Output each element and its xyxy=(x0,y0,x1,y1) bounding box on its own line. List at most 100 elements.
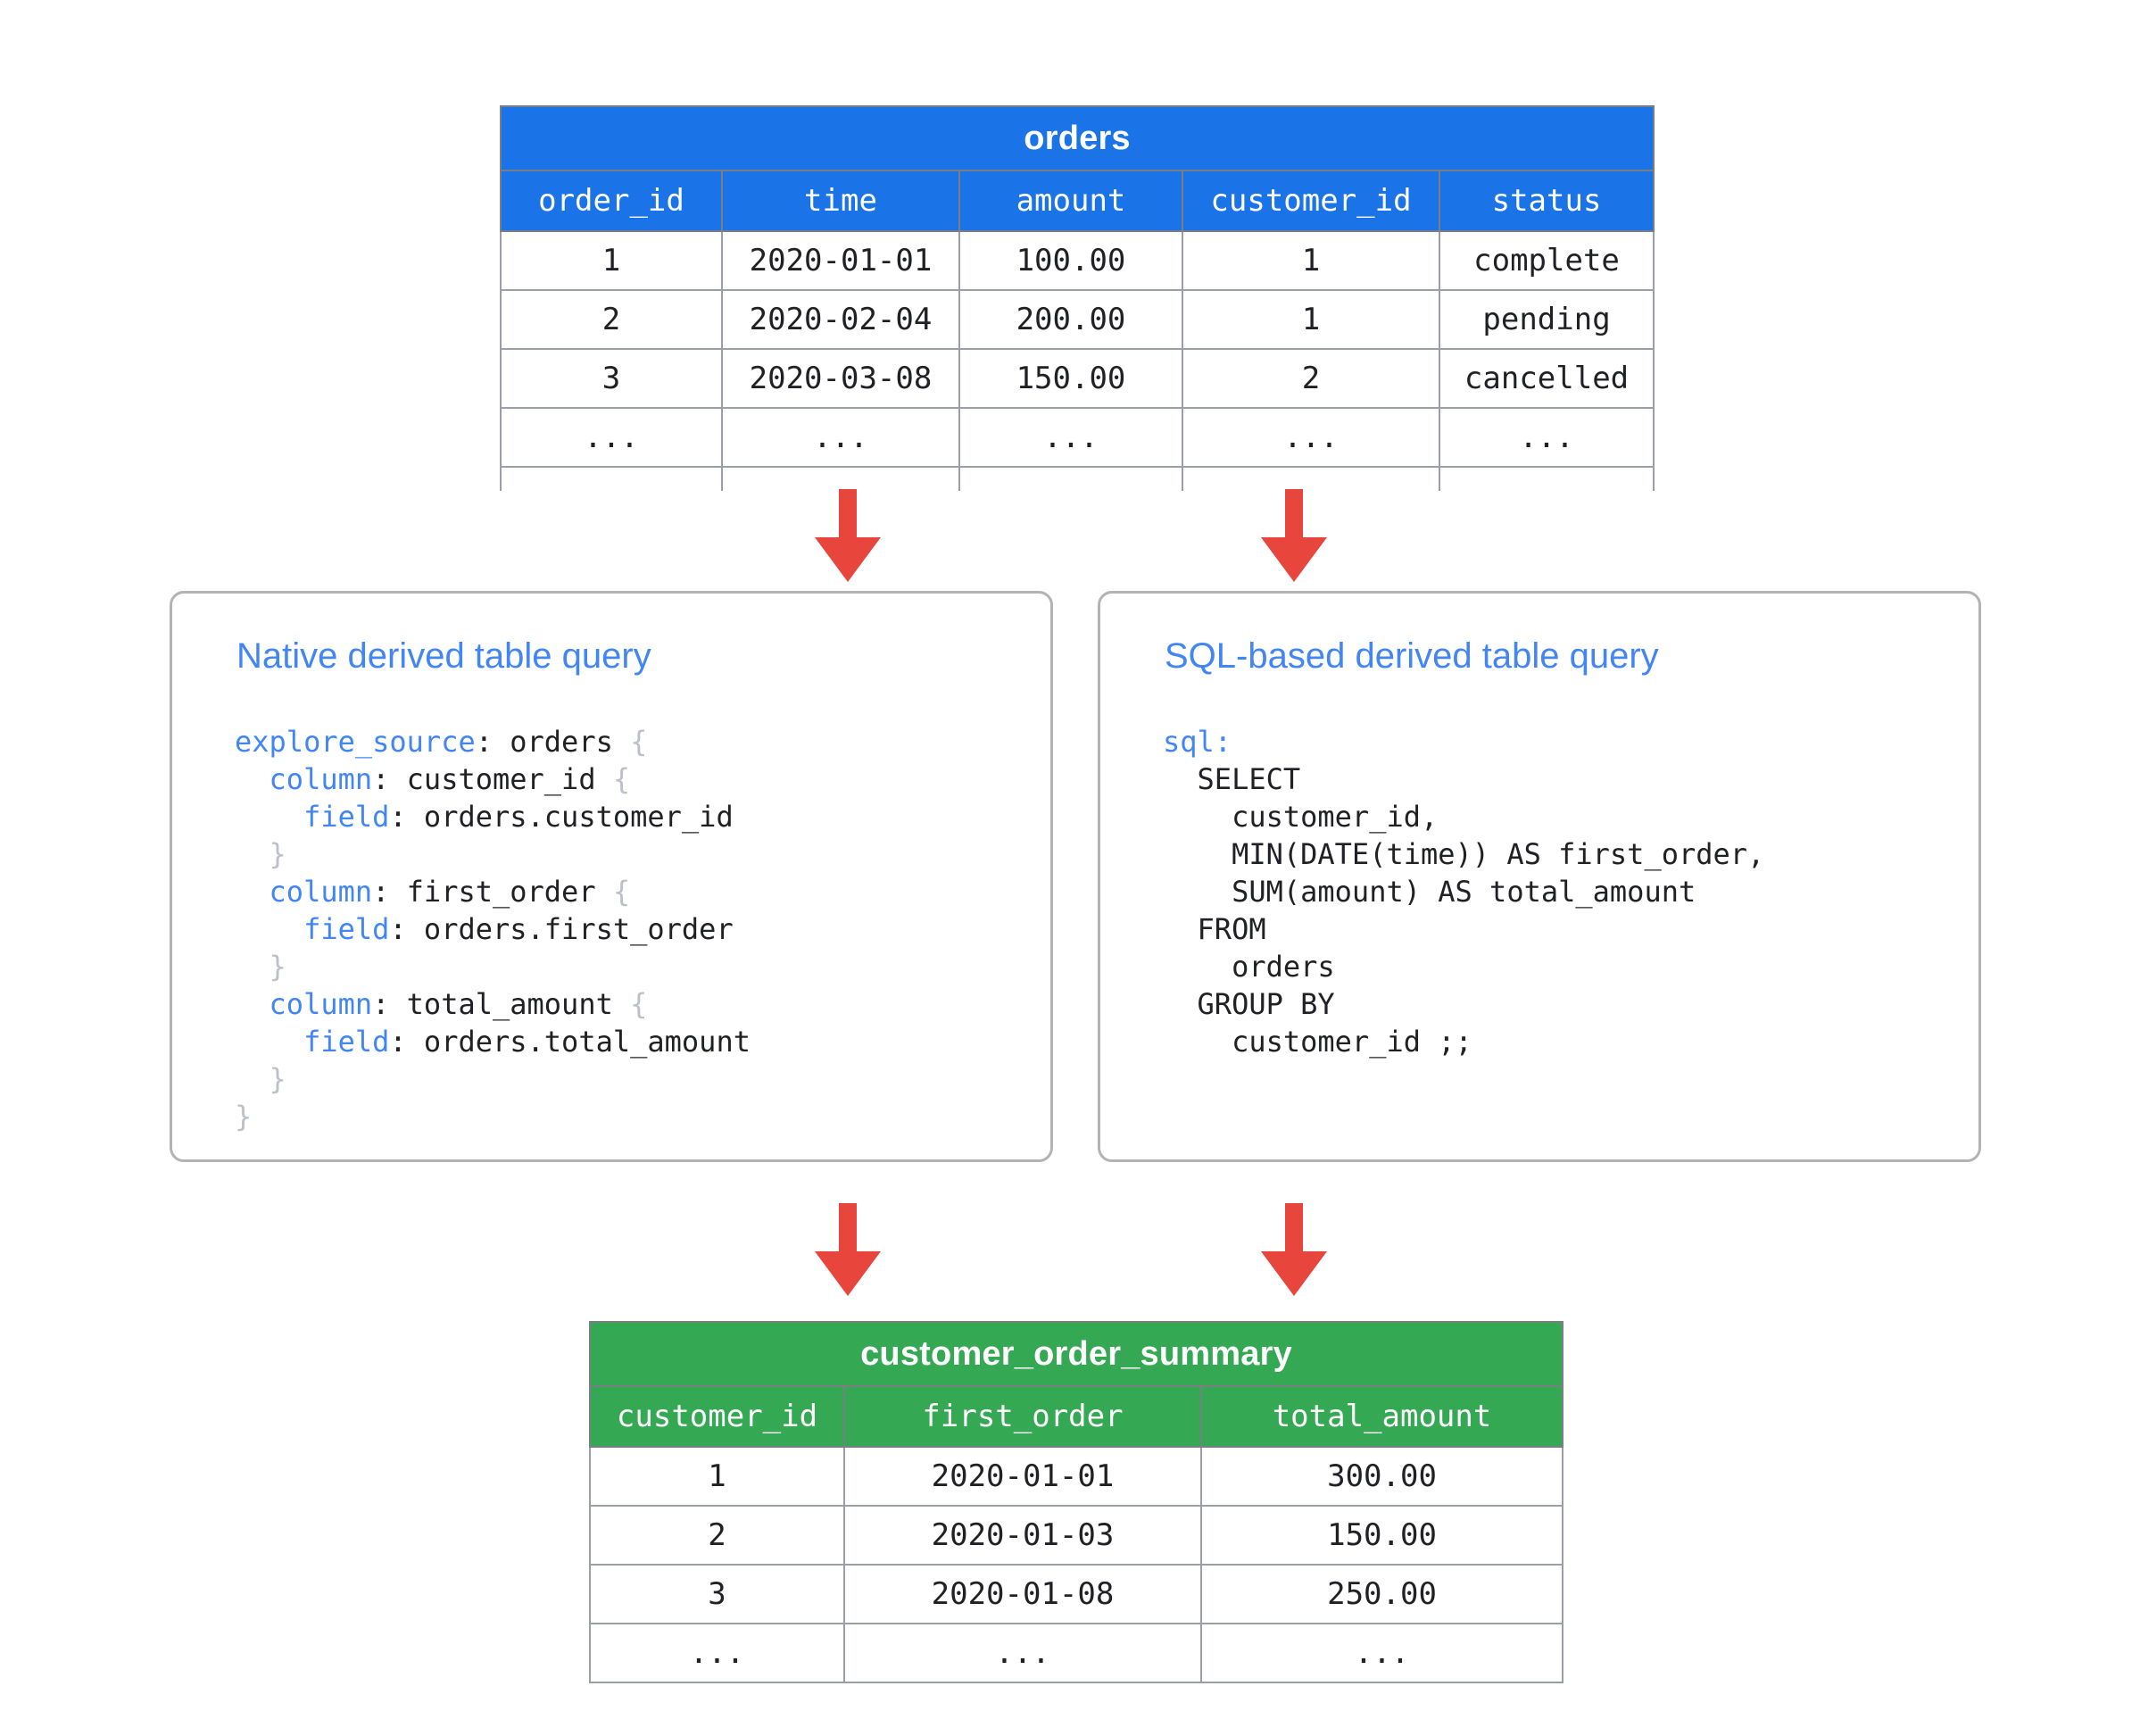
orders-table-cell: 1 xyxy=(500,230,723,291)
orders-table-cell: 2020-03-08 xyxy=(721,348,960,409)
arrow-head xyxy=(1261,537,1327,582)
code-token: field xyxy=(303,1025,390,1059)
code-token: } xyxy=(269,950,286,984)
code-token xyxy=(235,800,303,834)
code-token xyxy=(235,1025,303,1059)
code-token xyxy=(235,762,270,796)
summary-table-column-header: total_amount xyxy=(1199,1385,1564,1448)
code-token: orders xyxy=(1163,950,1335,984)
code-token: { xyxy=(612,875,631,909)
arrow-shaft xyxy=(1285,1203,1303,1253)
code-token: : total_amount xyxy=(372,987,631,1021)
orders-table-column-header: amount xyxy=(958,170,1183,232)
code-line: column: customer_id { xyxy=(235,760,1033,798)
orders-table-cell: 1 xyxy=(1182,230,1440,291)
code-line: FROM xyxy=(1163,910,1961,948)
code-token xyxy=(235,987,270,1021)
arrow-shaft xyxy=(1285,489,1303,539)
code-token: field xyxy=(303,800,390,834)
orders-table-column-header: status xyxy=(1438,170,1655,232)
native-derived-table-query-panel: Native derived table query explore_sourc… xyxy=(170,591,1053,1162)
down-arrow-icon-sql-to-summary xyxy=(1261,1203,1327,1296)
code-token: SELECT xyxy=(1163,762,1301,796)
code-token: explore_source xyxy=(235,725,476,759)
code-token: sql: xyxy=(1163,725,1232,759)
arrow-head xyxy=(815,537,881,582)
orders-table-cell: 100.00 xyxy=(958,230,1183,291)
sql-panel-code: sql: SELECT customer_id, MIN(DATE(time))… xyxy=(1163,723,1961,1060)
orders-table-cell: ... xyxy=(1182,407,1440,468)
code-line: SUM(amount) AS total_amount xyxy=(1163,873,1961,910)
summary-table-cell: 3 xyxy=(589,1564,845,1624)
orders-table-cell: ... xyxy=(1438,407,1655,468)
code-token: } xyxy=(269,837,286,871)
code-token xyxy=(235,1062,270,1096)
summary-table-cell: 250.00 xyxy=(1199,1564,1564,1624)
orders-table-cell: pending xyxy=(1438,289,1655,350)
code-token: FROM xyxy=(1163,912,1266,946)
orders-table-cell: 2020-01-01 xyxy=(721,230,960,291)
summary-table-cell: 2 xyxy=(589,1505,845,1566)
orders-table-cell: ... xyxy=(958,407,1183,468)
summary-table-column-header: first_order xyxy=(843,1385,1202,1448)
orders-table-cell: 2 xyxy=(1182,348,1440,409)
code-token: : orders.first_order xyxy=(389,912,734,946)
code-line: field: orders.customer_id xyxy=(235,798,1033,835)
code-token xyxy=(235,950,270,984)
orders-table-cell xyxy=(721,466,960,491)
code-line: field: orders.total_amount xyxy=(235,1023,1033,1060)
orders-table-column-header: customer_id xyxy=(1182,170,1440,232)
code-line: field: orders.first_order xyxy=(235,910,1033,948)
code-line: orders xyxy=(1163,948,1961,985)
code-token: column xyxy=(269,875,373,909)
down-arrow-icon-orders-to-sql xyxy=(1261,489,1327,582)
arrow-shaft xyxy=(839,1203,857,1253)
orders-table-cell: cancelled xyxy=(1438,348,1655,409)
code-token: } xyxy=(235,1100,253,1134)
native-panel-code: explore_source: orders { column: custome… xyxy=(235,723,1033,1135)
code-line: column: first_order { xyxy=(235,873,1033,910)
code-token: field xyxy=(303,912,390,946)
orders-table-cell: complete xyxy=(1438,230,1655,291)
code-token: : customer_id xyxy=(372,762,613,796)
orders-table-cell xyxy=(1438,466,1655,491)
summary-table-title-row: customer_order_summary xyxy=(588,1321,1564,1387)
sql-panel-title: SQL-based derived table query xyxy=(1165,636,1659,676)
orders-table-cell: 200.00 xyxy=(958,289,1183,350)
code-token: { xyxy=(630,987,648,1021)
code-token xyxy=(235,875,270,909)
summary-table-title: customer_order_summary xyxy=(588,1321,1564,1387)
summary-table-cell: 2020-01-01 xyxy=(843,1446,1202,1507)
sql-derived-table-query-panel: SQL-based derived table query sql: SELEC… xyxy=(1098,591,1981,1162)
code-token: column xyxy=(269,987,373,1021)
code-token: column xyxy=(269,762,373,796)
code-token: : first_order xyxy=(372,875,613,909)
code-token xyxy=(235,912,303,946)
code-token: customer_id, xyxy=(1163,800,1439,834)
code-token: } xyxy=(269,1062,286,1096)
code-token: SUM(amount) AS total_amount xyxy=(1163,875,1696,909)
orders-table-column-header: order_id xyxy=(500,170,723,232)
code-token: { xyxy=(630,725,648,759)
orders-table-title: orders xyxy=(499,105,1655,171)
summary-table-cell: ... xyxy=(589,1623,845,1683)
code-line: customer_id, xyxy=(1163,798,1961,835)
summary-table-row: ......... xyxy=(589,1623,1564,1683)
orders-table-cell: 2020-02-04 xyxy=(721,289,960,350)
code-token: GROUP BY xyxy=(1163,987,1335,1021)
orders-table-cell: ... xyxy=(721,407,960,468)
code-token xyxy=(235,837,270,871)
arrow-shaft xyxy=(839,489,857,539)
code-line: } xyxy=(235,1060,1033,1098)
summary-table-cell: 150.00 xyxy=(1199,1505,1564,1566)
orders-table-cell xyxy=(500,466,723,491)
